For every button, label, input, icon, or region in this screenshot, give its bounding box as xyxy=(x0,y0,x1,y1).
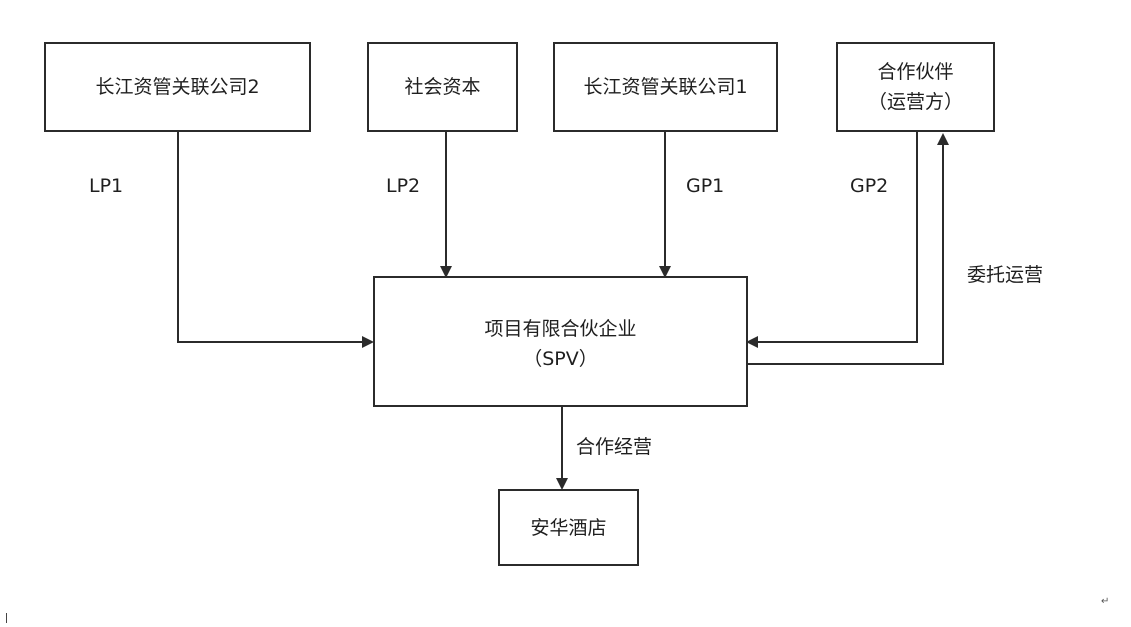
edge-lp1-label: LP1 xyxy=(89,175,124,197)
edge-entrust-connector xyxy=(746,133,949,365)
node-changjiang-affiliate-1-label: 长江资管关联公司1 xyxy=(583,76,748,98)
node-anhua-hotel-label: 安华酒店 xyxy=(530,516,607,539)
edge-lp1-connector xyxy=(177,131,374,348)
edge-entrust-label: 委托运营 xyxy=(967,264,1044,286)
edge-gp1-label: GP1 xyxy=(686,175,725,197)
node-project-spv: 项目有限合伙企业 （SPV） xyxy=(373,276,748,407)
node-social-capital-label: 社会资本 xyxy=(404,76,481,98)
node-social-capital: 社会资本 xyxy=(367,42,518,132)
text-cursor xyxy=(6,613,7,623)
node-project-spv-line2: （SPV） xyxy=(523,348,598,370)
paragraph-mark: ↵ xyxy=(1101,596,1110,607)
node-partner-operator-line2: （运营方） xyxy=(867,91,963,113)
edge-gp2-label: GP2 xyxy=(850,175,889,197)
node-partner-operator-line1: 合作伙伴 xyxy=(877,61,954,83)
node-project-spv-line1: 项目有限合伙企业 xyxy=(484,318,637,340)
node-changjiang-affiliate-1: 长江资管关联公司1 xyxy=(553,42,778,132)
node-partner-operator: 合作伙伴 （运营方） xyxy=(836,42,995,132)
node-changjiang-affiliate-2: 长江资管关联公司2 xyxy=(44,42,311,132)
edge-gp2-connector xyxy=(746,131,918,348)
edge-lp2-label: LP2 xyxy=(386,175,421,197)
node-anhua-hotel: 安华酒店 xyxy=(498,489,639,566)
node-changjiang-affiliate-2-label: 长江资管关联公司2 xyxy=(95,76,260,98)
edge-cooperate-label: 合作经营 xyxy=(576,436,653,458)
